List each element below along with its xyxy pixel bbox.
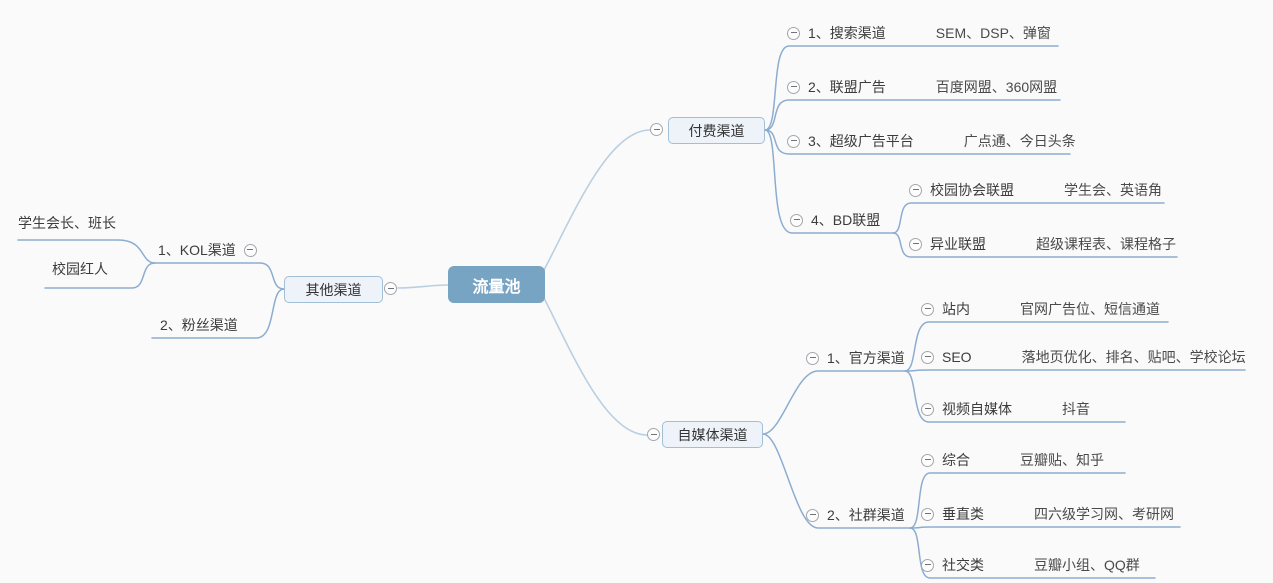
node-social[interactable]: 社交类 豆瓣小组、QQ群 [921, 552, 1140, 578]
node-kol-channel[interactable]: 1、KOL渠道 [158, 237, 257, 263]
node-note: 学生会、英语角 [1064, 182, 1162, 198]
node-label: 1、KOL渠道 [158, 242, 236, 258]
node-cross-industry-alliance[interactable]: 异业联盟 超级课程表、课程格子 [909, 231, 1176, 257]
node-label: 校园红人 [52, 261, 108, 277]
collapse-icon[interactable] [921, 558, 934, 572]
root-topic[interactable]: 流量池 [448, 266, 545, 303]
node-label: 视频自媒体 [942, 401, 1012, 417]
root-topic-label: 流量池 [472, 278, 521, 296]
collapse-icon[interactable] [384, 282, 397, 295]
node-label: 校园协会联盟 [930, 182, 1014, 198]
collapse-icon[interactable] [921, 302, 934, 316]
node-vertical[interactable]: 垂直类 四六级学习网、考研网 [921, 501, 1174, 527]
node-label: 1、搜索渠道 [808, 25, 886, 41]
branch-paid-channels[interactable]: 付费渠道 [668, 117, 765, 144]
node-note: 豆瓣贴、知乎 [1020, 452, 1104, 468]
node-video-self-media[interactable]: 视频自媒体 抖音 [921, 396, 1090, 422]
branch-other-channels[interactable]: 其他渠道 [284, 276, 383, 303]
collapse-icon[interactable] [787, 134, 800, 148]
node-label: 付费渠道 [688, 122, 745, 139]
collapse-icon[interactable] [243, 243, 257, 257]
collapse-icon[interactable] [650, 123, 663, 136]
node-note: 豆瓣小组、QQ群 [1034, 557, 1140, 573]
node-label: 自媒体渠道 [677, 426, 748, 443]
collapse-icon[interactable] [909, 183, 922, 197]
node-note: 落地页优化、排名、贴吧、学校论坛 [1021, 349, 1246, 365]
collapse-icon[interactable] [787, 80, 800, 94]
node-community-channel[interactable]: 2、社群渠道 [806, 502, 905, 528]
node-label: 4、BD联盟 [811, 212, 881, 228]
node-official-channel[interactable]: 1、官方渠道 [806, 345, 905, 371]
node-note: SEM、DSP、弹窗 [935, 25, 1051, 41]
node-label: 垂直类 [942, 506, 984, 522]
branch-self-media-channels[interactable]: 自媒体渠道 [662, 421, 763, 448]
node-label: SEO [942, 349, 972, 365]
collapse-icon[interactable] [921, 507, 934, 521]
collapse-icon[interactable] [909, 237, 922, 251]
node-label: 社交类 [942, 557, 984, 573]
node-seo[interactable]: SEO 落地页优化、排名、贴吧、学校论坛 [921, 344, 1246, 370]
node-note: 官网广告位、短信通道 [1020, 301, 1160, 317]
collapse-icon[interactable] [806, 508, 819, 522]
node-campus-influencer[interactable]: 校园红人 [52, 256, 116, 282]
collapse-icon[interactable] [647, 428, 660, 441]
node-note: 百度网盟、360网盟 [935, 79, 1058, 95]
node-onsite[interactable]: 站内 官网广告位、短信通道 [921, 296, 1160, 322]
node-note: 抖音 [1062, 401, 1090, 417]
node-label: 异业联盟 [930, 236, 986, 252]
node-note: 广点通、今日头条 [963, 133, 1076, 149]
collapse-icon[interactable] [921, 453, 934, 467]
node-student-leaders[interactable]: 学生会长、班长 [18, 210, 124, 236]
node-label: 站内 [942, 301, 970, 317]
node-label: 综合 [942, 452, 970, 468]
node-label: 学生会长、班长 [18, 215, 116, 231]
node-alliance-ads[interactable]: 2、联盟广告 百度网盟、360网盟 [787, 74, 1057, 100]
node-search-channel[interactable]: 1、搜索渠道 SEM、DSP、弹窗 [787, 20, 1051, 46]
node-label: 1、官方渠道 [827, 350, 905, 366]
node-super-ad-platform[interactable]: 3、超级广告平台 广点通、今日头条 [787, 128, 1076, 154]
collapse-icon[interactable] [787, 26, 800, 40]
node-label: 其他渠道 [305, 281, 362, 298]
node-label: 3、超级广告平台 [808, 133, 914, 149]
node-note: 四六级学习网、考研网 [1034, 506, 1174, 522]
node-label: 2、社群渠道 [827, 507, 905, 523]
node-label: 2、粉丝渠道 [160, 317, 238, 333]
node-note: 超级课程表、课程格子 [1036, 236, 1176, 252]
node-campus-association-alliance[interactable]: 校园协会联盟 学生会、英语角 [909, 177, 1162, 203]
collapse-icon[interactable] [921, 402, 934, 416]
collapse-icon[interactable] [790, 213, 803, 227]
node-general[interactable]: 综合 豆瓣贴、知乎 [921, 447, 1104, 473]
collapse-icon[interactable] [806, 351, 819, 365]
collapse-icon[interactable] [921, 350, 934, 364]
node-fans-channel[interactable]: 2、粉丝渠道 [160, 312, 246, 338]
node-label: 2、联盟广告 [808, 79, 886, 95]
node-bd-alliance[interactable]: 4、BD联盟 [790, 207, 880, 233]
